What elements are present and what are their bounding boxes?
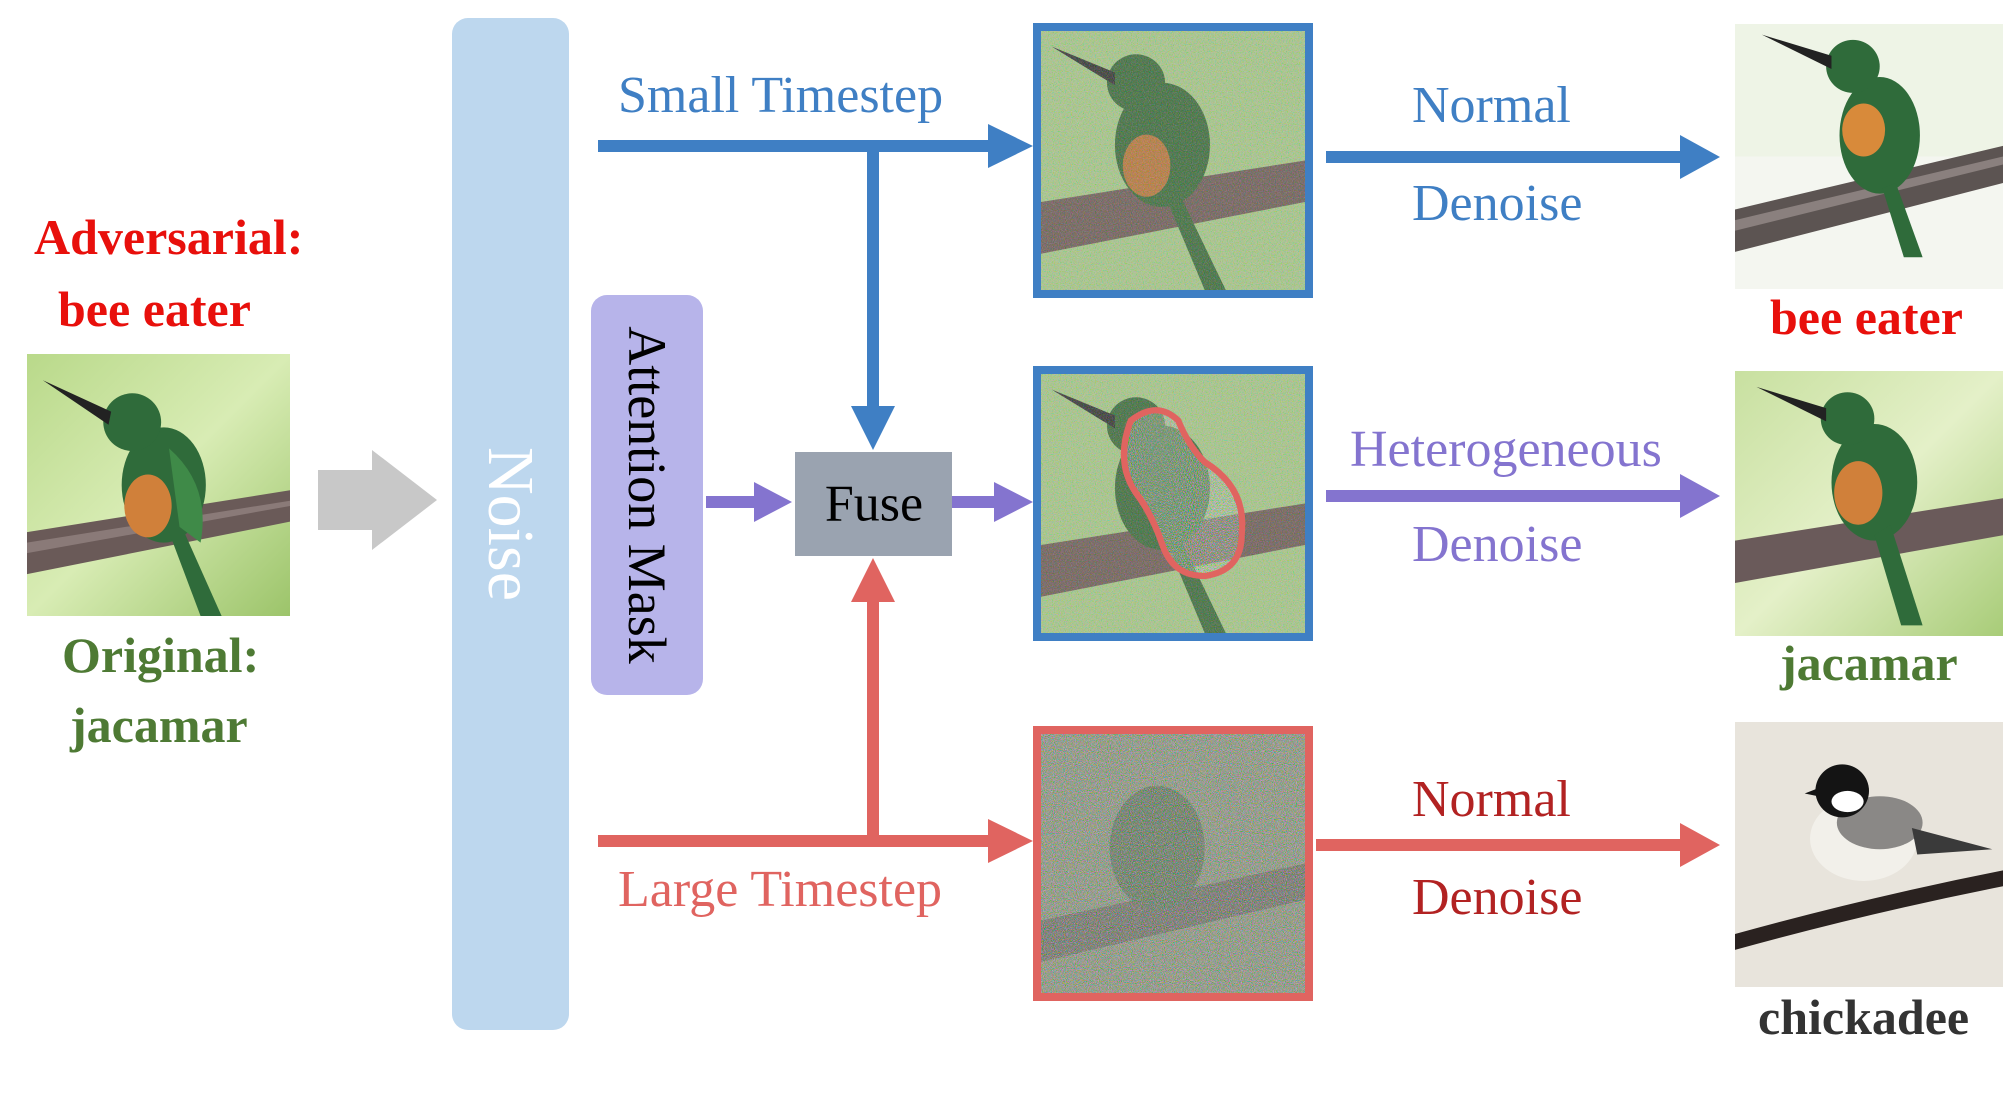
top-denoise-label: Denoise (1412, 175, 1583, 232)
noise-label: Noise (474, 447, 547, 601)
bottom-denoise-label: Denoise (1412, 869, 1583, 926)
fuse-to-mixed-arrowhead (994, 482, 1033, 522)
large-to-fuse-arrowhead (851, 558, 895, 602)
output-chickadee-image (1735, 722, 2003, 987)
mid-denoise-label: Denoise (1412, 516, 1583, 573)
heavily-noised-bird-icon (1041, 734, 1305, 993)
input-arrow (318, 450, 437, 550)
output-bee-eater-image (1735, 24, 2003, 289)
adversarial-label: Adversarial: (34, 209, 304, 265)
original-class: jacamar (70, 697, 248, 753)
jacamar-icon (27, 354, 290, 616)
fuse-label: Fuse (824, 475, 924, 533)
attention-mask-label: Attention Mask (617, 326, 677, 664)
result-chickadee-label: chickadee (1758, 989, 1970, 1045)
result-bee-eater-label: bee eater (1770, 289, 1963, 345)
bottom-normal-label: Normal (1412, 771, 1571, 828)
input-bird-image (27, 354, 290, 616)
normal-denoise-top-arrowhead (1680, 135, 1720, 179)
adversarial-class: bee eater (58, 281, 251, 337)
small-noise-image (1033, 23, 1313, 298)
masked-noised-bird-icon (1041, 374, 1305, 633)
small-timestep-label: Small Timestep (618, 67, 944, 124)
large-timestep-label: Large Timestep (618, 861, 943, 918)
small-to-fuse-arrowhead (851, 406, 895, 450)
normal-denoise-bottom-arrowhead (1680, 823, 1720, 867)
heterogeneous-label: Heterogeneous (1350, 421, 1662, 478)
mixed-noise-image (1033, 366, 1313, 641)
mask-to-fuse-arrowhead (754, 482, 792, 522)
top-normal-label: Normal (1412, 77, 1571, 134)
original-label: Original: (62, 627, 260, 683)
output-jacamar-image (1735, 371, 2003, 636)
large-timestep-arrowhead (988, 819, 1033, 863)
heterogeneous-denoise-arrowhead (1680, 474, 1720, 518)
jacamar-bird-icon (1735, 371, 2003, 636)
fuse-box (795, 452, 952, 556)
large-noise-image (1033, 726, 1313, 1001)
noise-bar (452, 18, 569, 1030)
chickadee-bird-icon (1735, 722, 2003, 987)
small-timestep-arrowhead (988, 124, 1033, 168)
result-jacamar-label: jacamar (1780, 635, 1958, 691)
lightly-noised-bird-icon (1041, 31, 1305, 290)
attention-mask-box (591, 295, 703, 695)
bee-eater-bird-icon (1735, 24, 2003, 289)
